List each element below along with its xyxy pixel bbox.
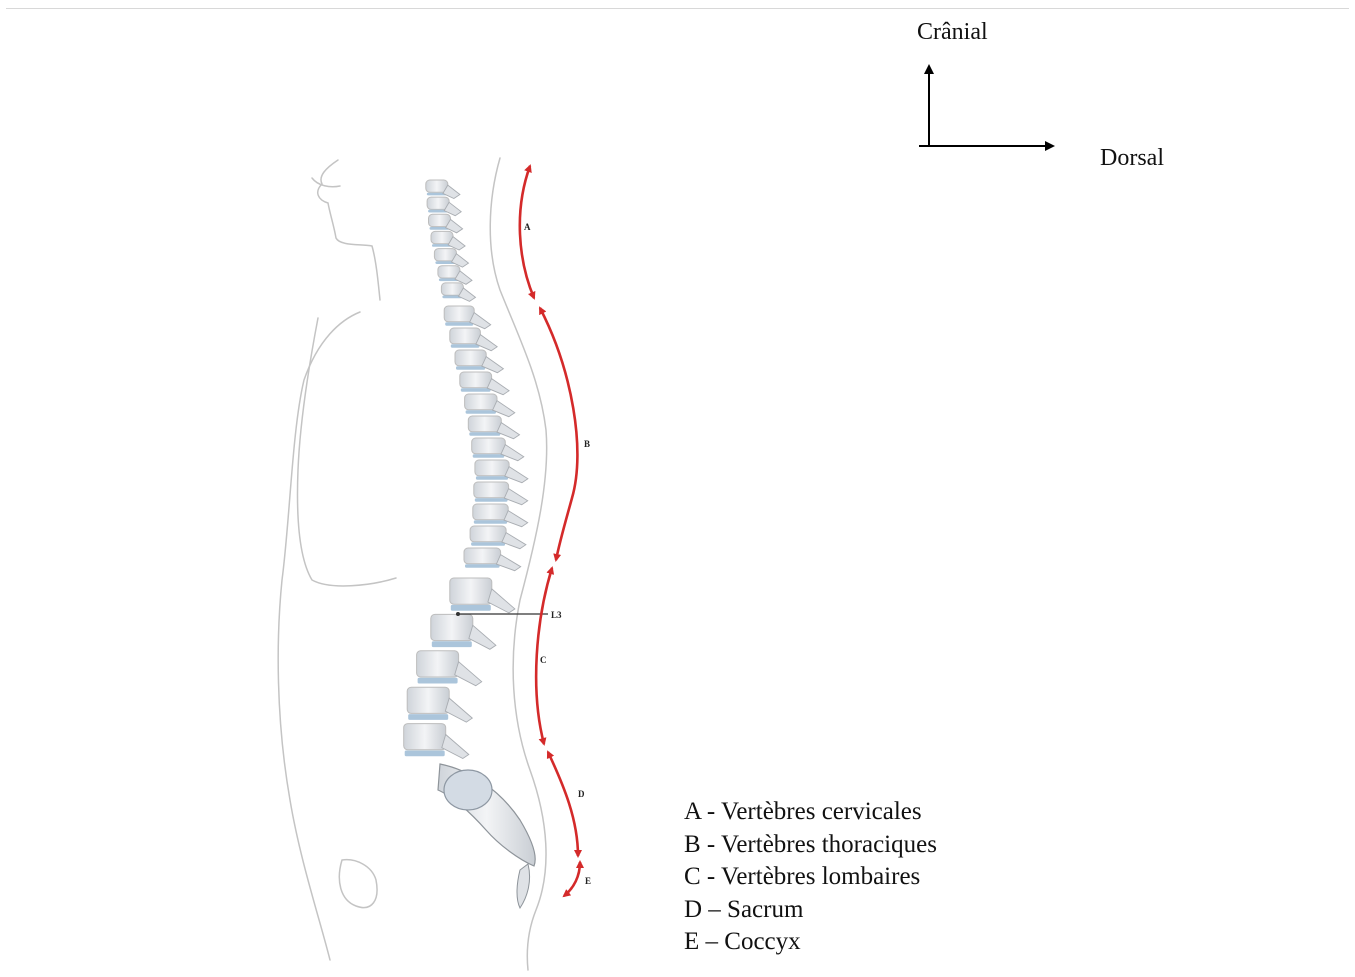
- thoracic-vertebra: [465, 394, 497, 410]
- spinous-process: [487, 379, 509, 395]
- lumbar-vertebra: [450, 578, 492, 604]
- region-arrows: [520, 166, 580, 896]
- intervertebral-disc: [471, 542, 505, 546]
- spinous-process: [504, 489, 527, 505]
- spinous-process: [476, 335, 497, 351]
- l3-label: L3: [551, 610, 562, 620]
- thoracic-vertebra: [460, 372, 492, 388]
- segment-letter-a: A: [524, 222, 531, 232]
- intervertebral-disc: [466, 410, 496, 414]
- l3-pointer-dot: [456, 612, 460, 616]
- intervertebral-disc: [408, 714, 448, 720]
- intervertebral-disc: [461, 388, 491, 392]
- thoracic-vertebra: [473, 504, 508, 520]
- intervertebral-disc: [465, 564, 500, 568]
- intervertebral-disc: [451, 605, 491, 611]
- spinous-process: [502, 533, 526, 549]
- lumbar-vertebra: [431, 614, 473, 640]
- thoracic-vertebra: [450, 328, 481, 344]
- spine: [404, 180, 536, 908]
- intervertebral-disc: [473, 454, 505, 458]
- legend-item-lumbar: C - Vertèbres lombaires: [684, 861, 937, 894]
- intervertebral-disc: [405, 751, 445, 757]
- thoracic-vertebra: [475, 460, 509, 476]
- intervertebral-disc: [451, 344, 480, 348]
- spinous-process: [501, 445, 524, 461]
- spinous-process: [482, 357, 504, 373]
- coccyx-bone: [517, 864, 530, 908]
- spinous-process: [493, 401, 515, 417]
- intervertebral-disc: [475, 498, 508, 502]
- intervertebral-disc: [445, 322, 473, 326]
- lumbar-vertebra: [417, 651, 459, 677]
- spinous-process: [442, 735, 469, 759]
- legend-item-cervical: A - Vertèbres cervicales: [684, 796, 937, 829]
- thoracic-vertebra: [472, 438, 506, 454]
- thoracic-vertebra: [468, 416, 501, 432]
- thoracic-vertebra: [444, 306, 474, 322]
- legend: A - Vertèbres cervicales B - Vertèbres t…: [684, 796, 937, 959]
- cranial-label: Crânial: [917, 20, 988, 44]
- thoracic-vertebra: [464, 548, 501, 564]
- lumbar-vertebra: [407, 687, 449, 713]
- ear-line: [312, 178, 340, 187]
- spinous-process: [470, 313, 491, 329]
- intervertebral-disc: [469, 432, 500, 436]
- hip-joint: [444, 770, 492, 810]
- legend-item-coccyx: E – Coccyx: [684, 926, 937, 959]
- segment-letter-d: D: [578, 789, 585, 799]
- coccyx-arrow: [564, 862, 580, 896]
- intervertebral-disc: [418, 678, 458, 684]
- intervertebral-disc: [474, 520, 507, 524]
- thoracic-vertebra: [474, 482, 509, 498]
- dorsal-label: Dorsal: [1100, 146, 1164, 170]
- intervertebral-disc: [456, 366, 485, 370]
- legend-item-sacrum: D – Sacrum: [684, 894, 937, 927]
- intervertebral-disc: [432, 641, 472, 647]
- spinous-process: [445, 698, 472, 722]
- face-profile: [318, 160, 380, 300]
- segment-letter-e: E: [585, 876, 591, 886]
- spinous-process: [504, 511, 528, 527]
- spinous-process: [455, 662, 482, 686]
- spinous-process: [496, 555, 520, 571]
- spinous-process: [469, 625, 496, 649]
- front-torso: [278, 312, 360, 960]
- thoracic-vertebra: [470, 526, 506, 542]
- lumbar-vertebra: [404, 724, 446, 750]
- segment-letter-b: B: [584, 439, 590, 449]
- spinous-process: [505, 467, 528, 483]
- spinous-process: [497, 423, 520, 439]
- thoracic-vertebra: [455, 350, 486, 366]
- sacrum-arrow: [548, 752, 578, 856]
- intervertebral-disc: [476, 476, 508, 480]
- segment-letter-c: C: [540, 655, 547, 665]
- spinous-process: [488, 589, 515, 613]
- legend-item-thoracic: B - Vertèbres thoraciques: [684, 829, 937, 862]
- hand-line: [339, 860, 377, 908]
- arm-line: [298, 318, 396, 586]
- cervical-arrow: [520, 166, 534, 298]
